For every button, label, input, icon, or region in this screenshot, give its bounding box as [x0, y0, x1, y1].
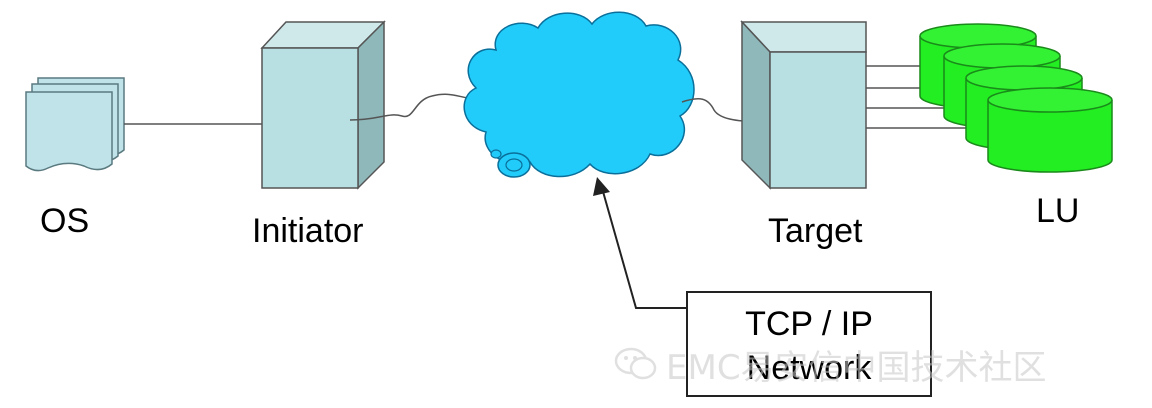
lu-disk-stack-icon — [919, 23, 1113, 173]
target-label: Target — [768, 212, 863, 250]
watermark-text: EMC易安信中国技术社区 — [666, 347, 1047, 388]
network-box-line2: Network — [746, 349, 872, 387]
network-cloud-icon — [463, 11, 695, 178]
lu-label: LU — [1036, 192, 1080, 230]
initiator-cloud-connector — [349, 93, 469, 121]
network-arrow — [593, 177, 686, 309]
os-label: OS — [40, 202, 90, 240]
target-server-icon — [740, 20, 867, 190]
wechat-icon — [614, 347, 657, 380]
watermark: EMC易安信中国技术社区 — [614, 344, 1047, 388]
initiator-server-icon — [260, 20, 386, 190]
initiator-label: Initiator — [252, 212, 364, 250]
network-box-line1: TCP / IP — [745, 305, 873, 343]
os-document-stack-icon — [25, 77, 125, 172]
tcp-ip-network-box: TCP / IP Network — [686, 291, 932, 397]
disk-icon — [987, 87, 1113, 173]
